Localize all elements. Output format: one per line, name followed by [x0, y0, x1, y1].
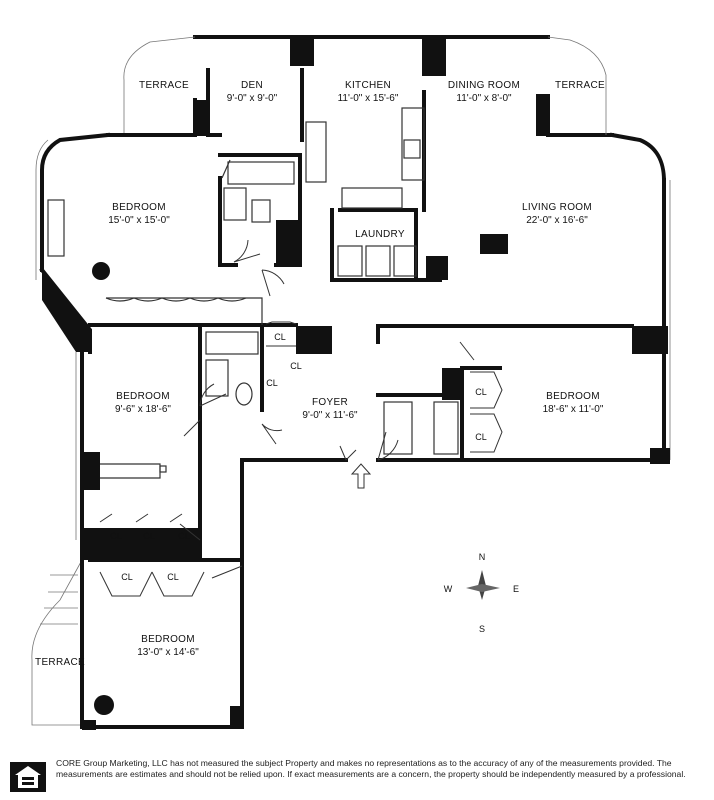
room-den-name: DEN: [241, 80, 263, 91]
room-bedroom-mid-left-name: BEDROOM: [116, 391, 170, 402]
compass-icon: N S E W: [444, 552, 519, 634]
room-foyer-size: 9'-0" x 11'-6": [302, 410, 358, 421]
entry-arrow-icon: [350, 463, 372, 489]
closet-label: CL: [143, 531, 155, 541]
closet-label: CL: [290, 361, 302, 371]
footer: CORE Group Marketing, LLC has not measur…: [0, 752, 714, 800]
room-dining-size: 11'-0" x 8'-0": [456, 93, 512, 104]
room-bedroom-bottom-name: BEDROOM: [141, 634, 195, 645]
room-dining-name: DINING ROOM: [448, 80, 520, 91]
compass-west: W: [444, 584, 453, 594]
closet-label: CL: [475, 387, 487, 397]
closet-label: CL: [121, 572, 133, 582]
room-living-name: LIVING ROOM: [522, 202, 592, 213]
closet-label: CL: [110, 531, 122, 541]
room-kitchen-name: KITCHEN: [345, 80, 391, 91]
room-den-size: 9'-0" x 9'-0": [227, 93, 278, 104]
room-bedroom-top-left-size: 15'-0" x 15'-0": [108, 215, 170, 226]
door-swings: [99, 239, 503, 597]
closet-labels: CL CL CL CL CL CL CL CL CL CL: [110, 332, 487, 582]
room-bedroom-right-name: BEDROOM: [546, 391, 600, 402]
closet-label: CL: [178, 531, 190, 541]
room-living-size: 22'-0" x 16'-6": [526, 215, 588, 226]
room-terrace-right-name: TERRACE: [555, 80, 605, 91]
compass-north: N: [479, 552, 486, 562]
room-kitchen-size: 11'-0" x 15'-6": [338, 93, 399, 104]
compass-east: E: [513, 584, 519, 594]
room-bedroom-mid-left-size: 9'-6" x 18'-6": [115, 404, 171, 415]
room-bedroom-right-size: 18'-6" x 11'-0": [543, 404, 604, 415]
closet-label: CL: [274, 332, 286, 342]
floor-plan: TERRACE DEN 9'-0" x 9'-0" KITCHEN 11'-0"…: [31, 35, 671, 730]
room-terrace-left-name: TERRACE: [139, 80, 189, 91]
compass-south: S: [479, 624, 485, 634]
room-bedroom-bottom-size: 13'-0" x 14'-6": [137, 647, 199, 658]
room-labels: TERRACE DEN 9'-0" x 9'-0" KITCHEN 11'-0"…: [35, 80, 605, 668]
structural-columns: [42, 36, 670, 730]
disclaimer-text: CORE Group Marketing, LLC has not measur…: [56, 758, 686, 779]
closet-label: CL: [475, 432, 487, 442]
room-foyer-name: FOYER: [312, 397, 348, 408]
room-bedroom-top-left-name: BEDROOM: [112, 202, 166, 213]
room-laundry-name: LAUNDRY: [355, 229, 405, 240]
room-terrace-bottom-name: TERRACE: [35, 657, 85, 668]
equal-housing-opportunity-icon: [10, 762, 46, 792]
closet-label: CL: [266, 378, 278, 388]
exterior-walls: [31, 35, 671, 729]
fixtures: [40, 107, 459, 625]
closet-label: CL: [167, 572, 179, 582]
